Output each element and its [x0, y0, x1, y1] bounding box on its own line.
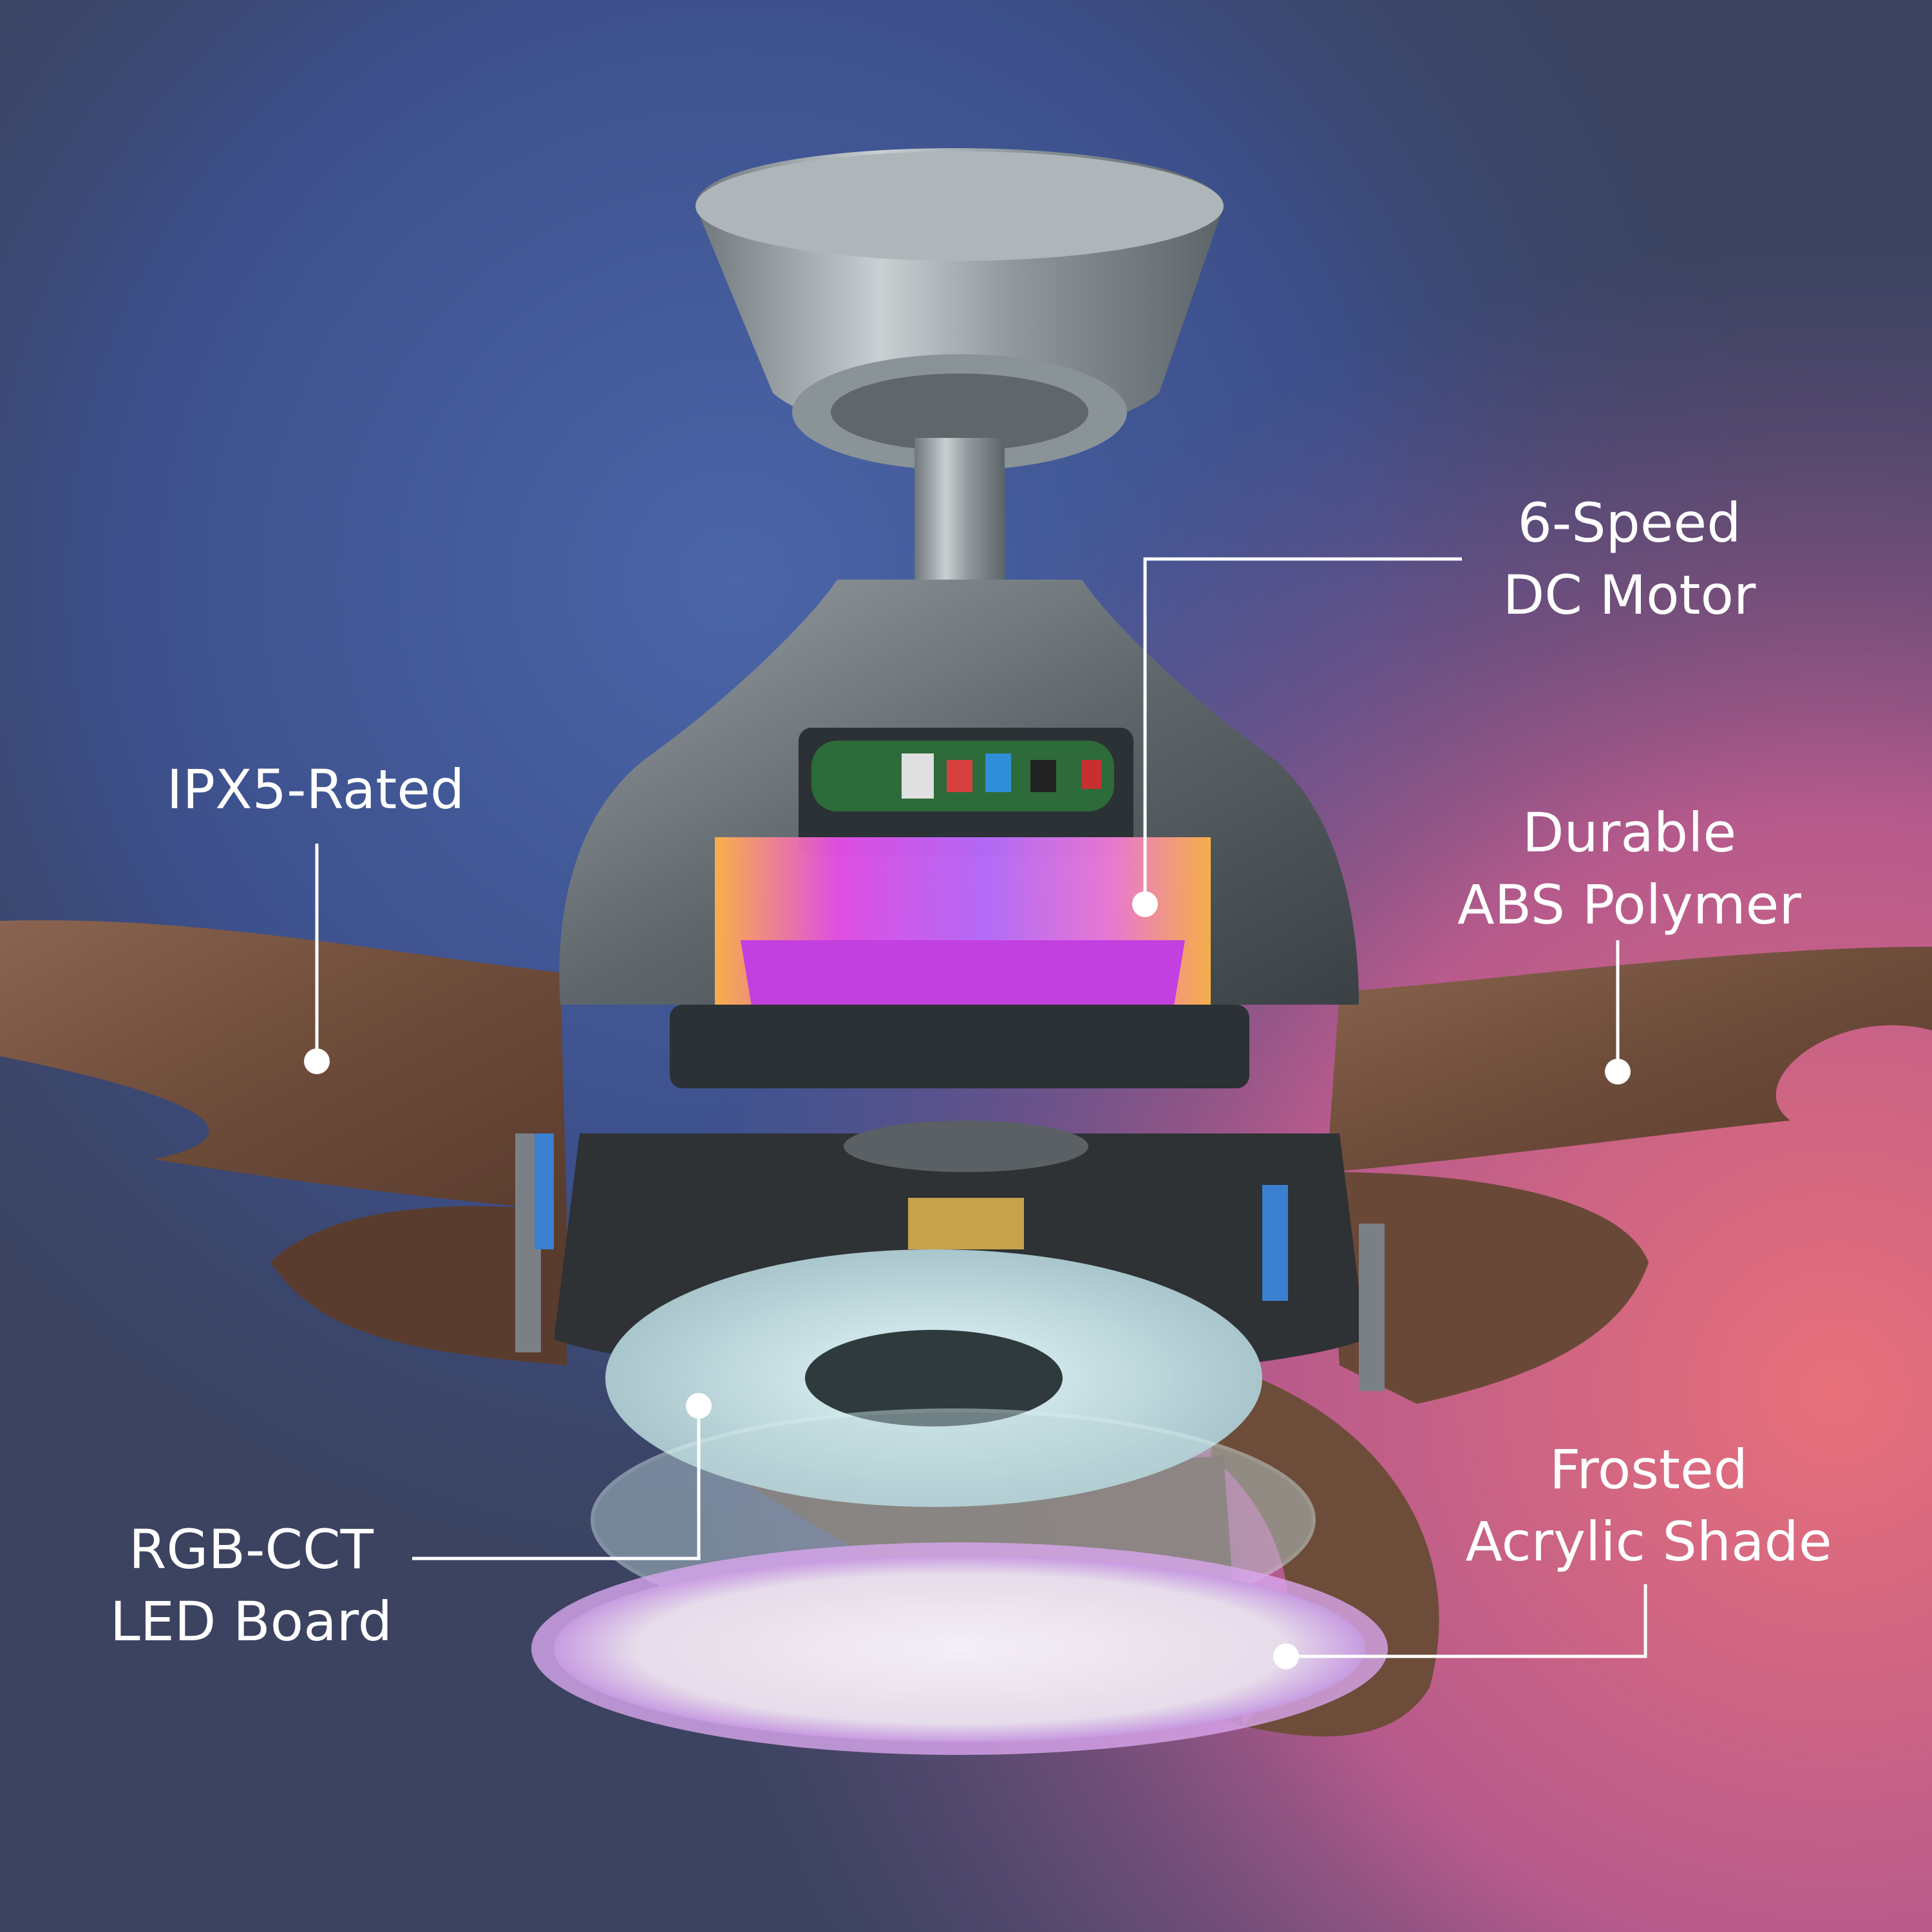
dot-abs	[1605, 1059, 1631, 1084]
callout-abs-line2: ABS Polymer	[1457, 873, 1801, 936]
callout-motor-line2: DC Motor	[1502, 564, 1756, 627]
callout-led-line1: RGB-CCT	[128, 1518, 374, 1581]
callout-abs: Durable ABS Polymer	[1410, 797, 1848, 941]
dot-led	[686, 1393, 712, 1419]
dot-ipx	[304, 1048, 330, 1074]
blade-right	[1327, 947, 1932, 1172]
callout-shade: Frosted Acrylic Shade	[1417, 1434, 1880, 1578]
callout-ipx: IPX5-Rated	[122, 753, 509, 826]
callout-motor-line1: 6-Speed	[1517, 491, 1741, 554]
dot-shade	[1273, 1643, 1299, 1669]
callout-led-line2: LED Board	[109, 1590, 393, 1653]
leader-led	[412, 1406, 701, 1560]
leader-motor	[1143, 557, 1462, 904]
callout-motor: 6-Speed DC Motor	[1475, 487, 1784, 631]
frosted-shade	[531, 1542, 1388, 1755]
callout-led: RGB-CCT LED Board	[84, 1513, 419, 1658]
callout-shade-line1: Frosted	[1549, 1438, 1748, 1501]
blade-left	[0, 920, 567, 1211]
callout-abs-line1: Durable	[1522, 801, 1737, 864]
motor-housing	[559, 580, 1359, 1088]
callout-ipx-line1: IPX5-Rated	[166, 758, 465, 821]
dot-motor	[1132, 891, 1158, 917]
canopy	[696, 148, 1224, 470]
leader-shade	[1286, 1584, 1647, 1658]
callout-shade-line2: Acrylic Shade	[1465, 1510, 1832, 1573]
downrod	[914, 438, 1005, 580]
led-board	[605, 1249, 1262, 1507]
